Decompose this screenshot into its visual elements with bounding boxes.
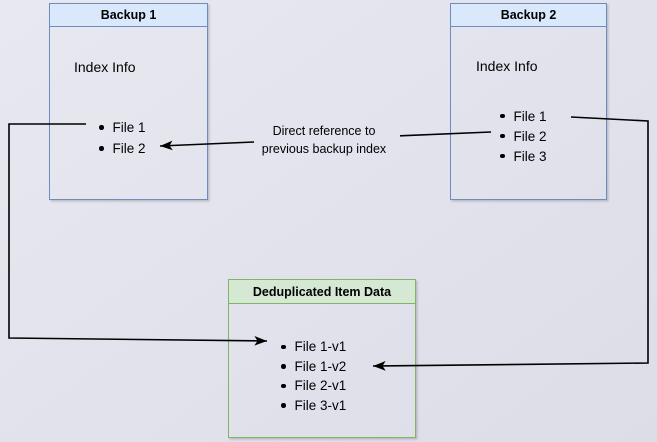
dedup-box: Deduplicated Item Data File 1-v1 File 1-… bbox=[228, 279, 416, 438]
list-item: File 1-v2 bbox=[281, 357, 347, 377]
backup2-index-info-label: Index Info bbox=[476, 58, 538, 74]
backup1-index-info-label: Index Info bbox=[74, 59, 136, 75]
list-item: File 1 bbox=[500, 106, 547, 126]
list-item: File 1 bbox=[99, 117, 146, 138]
list-item: File 3-v1 bbox=[281, 396, 347, 416]
backup1-file-list: File 1 File 2 bbox=[99, 117, 146, 159]
dedup-file-list: File 1-v1 File 1-v2 File 2-v1 File 3-v1 bbox=[281, 337, 347, 416]
backup2-box: Backup 2 Index Info File 1 File 2 File 3 bbox=[450, 3, 607, 200]
backup2-file-list: File 1 File 2 File 3 bbox=[500, 106, 547, 166]
list-item: File 2 bbox=[500, 126, 547, 146]
list-item: File 2-v1 bbox=[281, 376, 347, 396]
backup2-header: Backup 2 bbox=[451, 4, 606, 27]
dedup-header: Deduplicated Item Data bbox=[229, 280, 415, 304]
backup1-title: Backup 1 bbox=[100, 8, 157, 22]
backup1-box: Backup 1 Index Info File 1 File 2 bbox=[49, 3, 208, 200]
direct-reference-edge-label: Direct reference to previous backup inde… bbox=[234, 122, 414, 158]
list-item: File 2 bbox=[99, 138, 146, 159]
backup2-title: Backup 2 bbox=[500, 8, 557, 22]
edge-label-line2: previous backup index bbox=[261, 142, 387, 156]
list-item: File 1-v1 bbox=[281, 337, 347, 357]
list-item: File 3 bbox=[500, 146, 547, 166]
edge-label-line1: Direct reference to bbox=[272, 124, 376, 138]
dedup-title: Deduplicated Item Data bbox=[252, 284, 392, 299]
backup1-header: Backup 1 bbox=[50, 4, 207, 27]
